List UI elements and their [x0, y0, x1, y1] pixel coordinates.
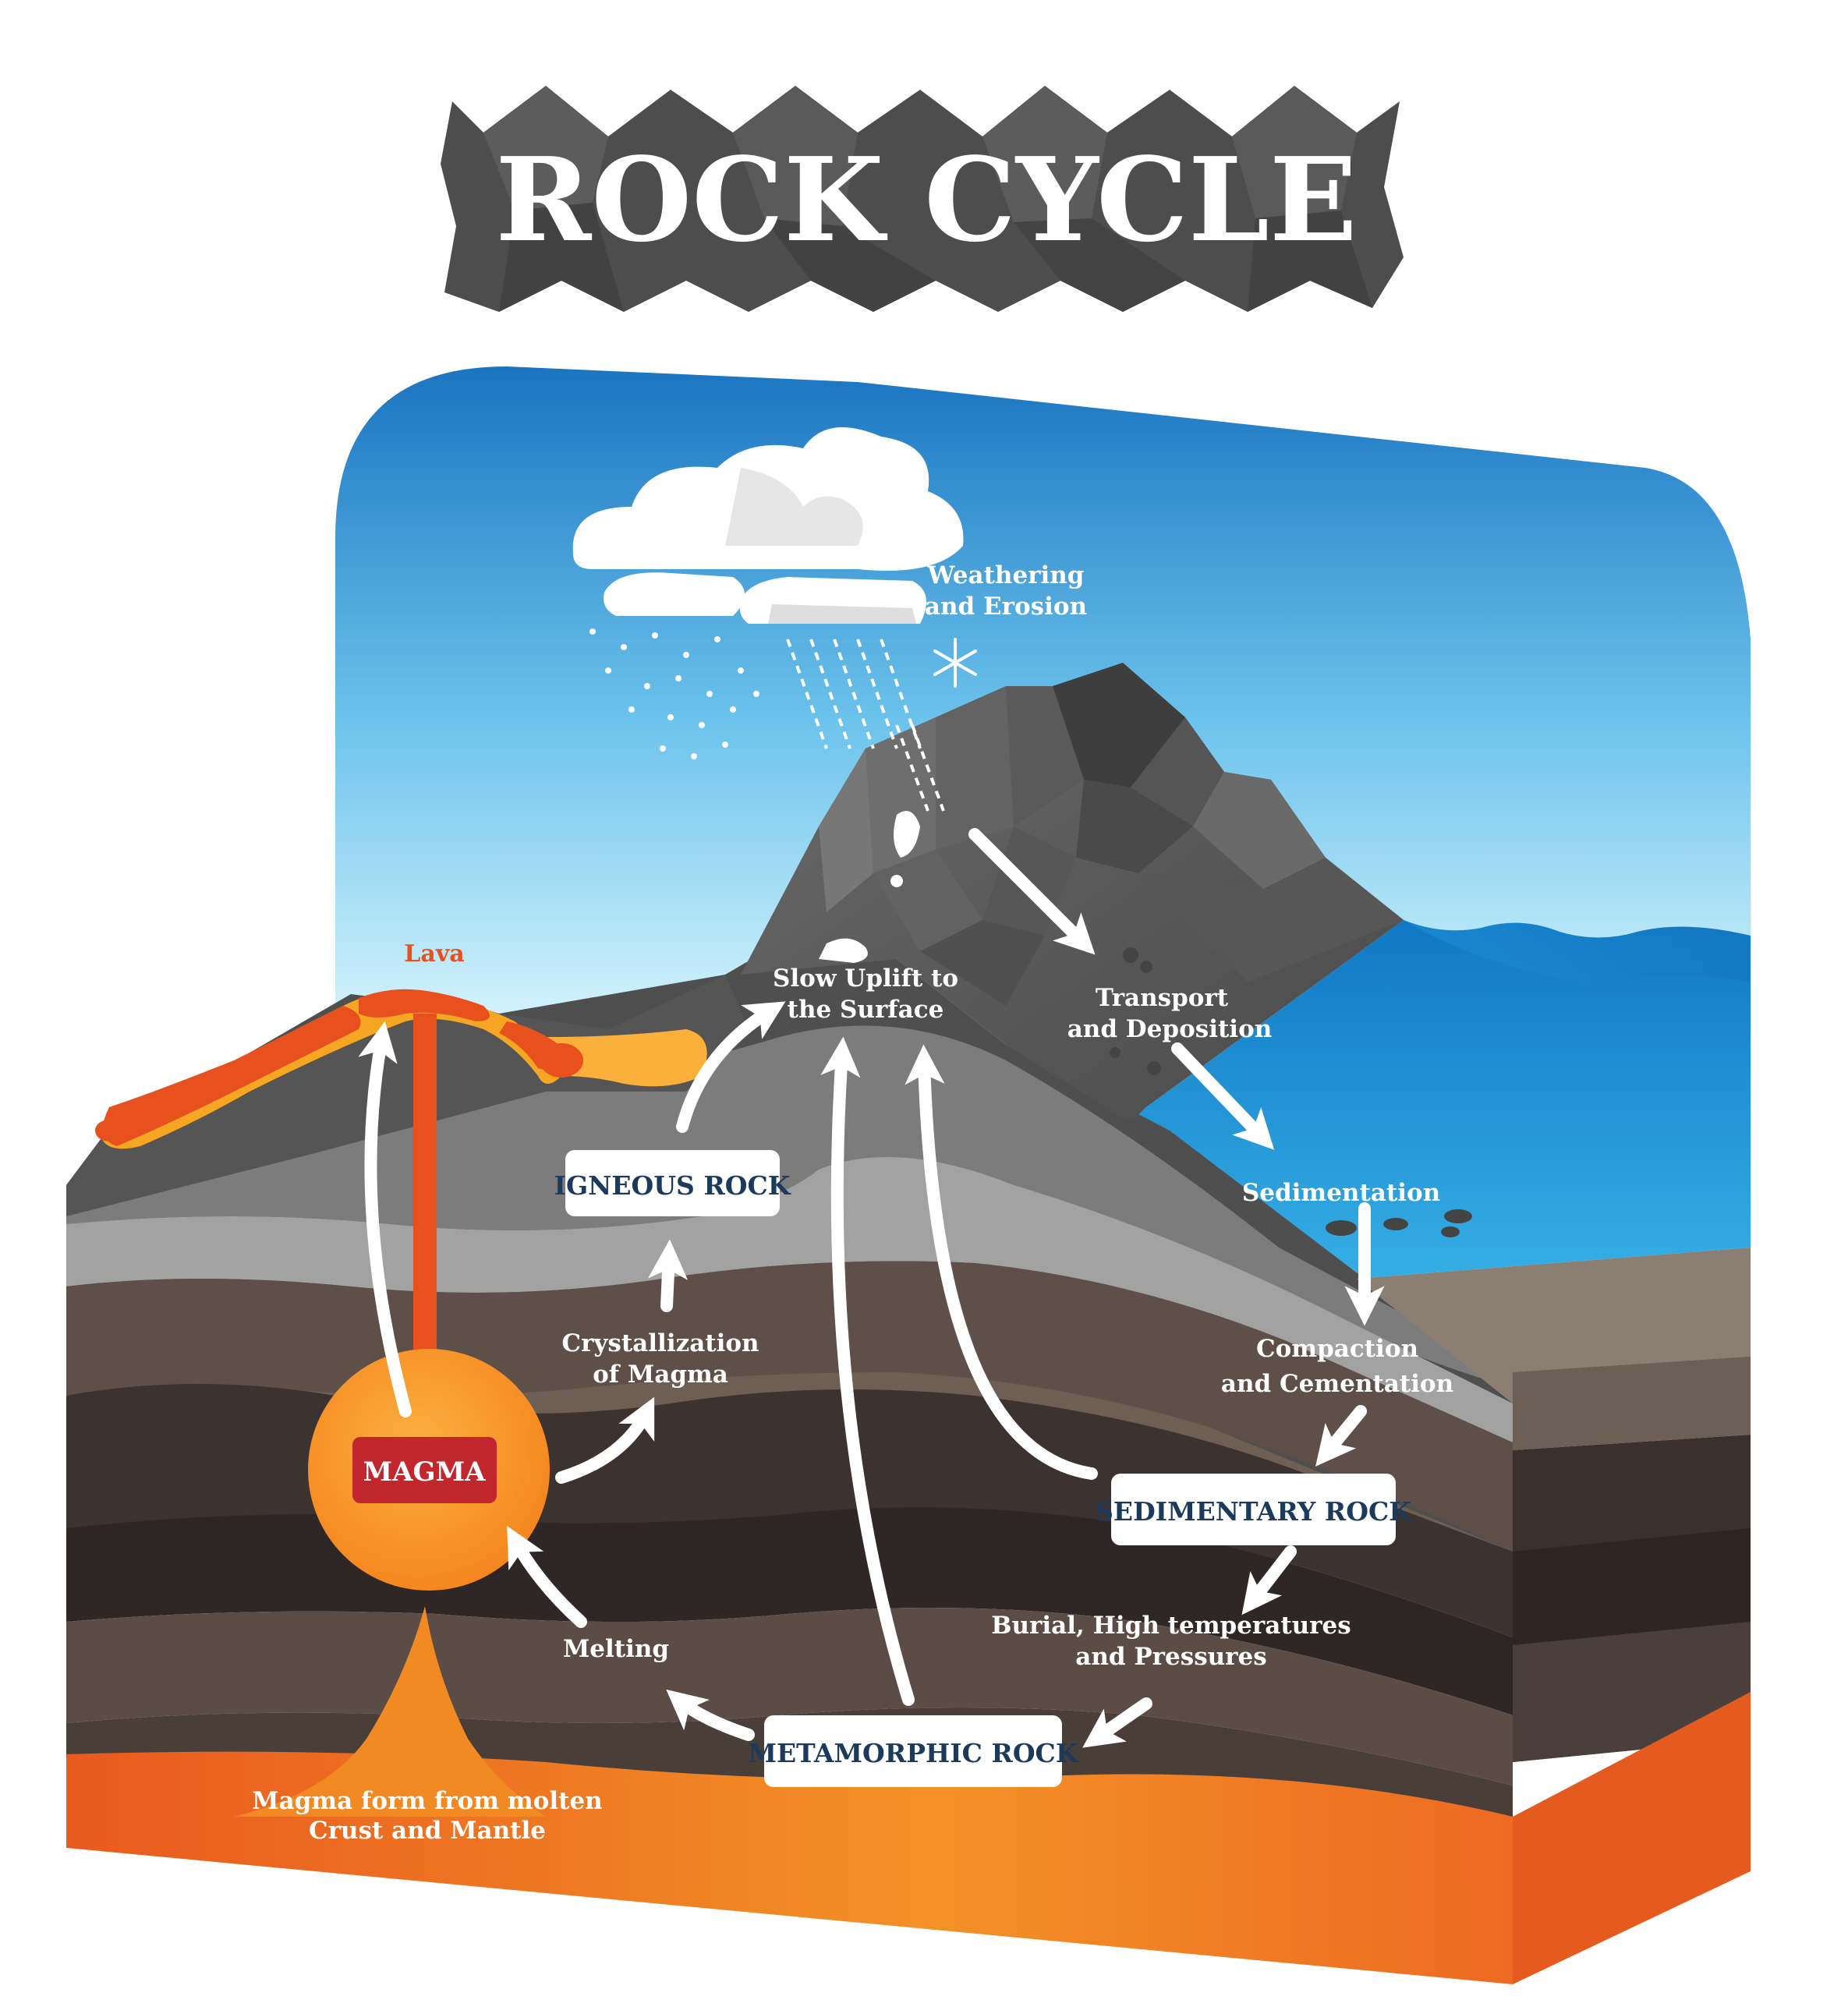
cycle-arrows	[358, 828, 1385, 1748]
box-sedimentary: SEDIMENTARY ROCK	[1095, 1474, 1412, 1545]
sediment-pebbles	[1110, 947, 1472, 1237]
label-compaction-2: and Cementation	[1221, 1370, 1453, 1398]
label-burial-1: Burial, High temperatures	[991, 1612, 1351, 1640]
box-sedimentary-label: SEDIMENTARY ROCK	[1095, 1496, 1412, 1527]
box-metamorphic: METAMORPHIC ROCK	[748, 1715, 1079, 1787]
label-crystallization-1: Crystallization	[561, 1329, 759, 1357]
label-weathering-1: Weathering	[926, 561, 1084, 589]
label-melting: Melting	[563, 1635, 669, 1663]
box-metamorphic-label: METAMORPHIC ROCK	[748, 1738, 1078, 1768]
label-compaction-1: Compaction	[1256, 1335, 1418, 1363]
label-weathering-2: and Erosion	[925, 593, 1087, 621]
arrow-metamorphic-to-melting	[666, 1689, 755, 1741]
title-banner: ROCK CYCLE	[441, 86, 1404, 312]
arrow-sedimentary-to-uplift	[905, 1044, 1098, 1480]
arrow-magma-to-crystallization	[555, 1396, 655, 1484]
label-crystallization-2: of Magma	[593, 1361, 728, 1389]
arrow-igneous-to-uplift	[676, 1001, 786, 1133]
arrow-melting-to-magma	[507, 1526, 587, 1628]
arrow-mountain-to-transport	[968, 828, 1096, 955]
clouds	[572, 427, 977, 812]
label-uplift-2: the Surface	[788, 996, 944, 1024]
arrow-magma-to-lava	[358, 1021, 412, 1417]
page-title: ROCK CYCLE	[495, 132, 1357, 267]
label-burial-2: and Pressures	[1075, 1643, 1266, 1671]
box-igneous: IGNEOUS ROCK	[554, 1150, 791, 1216]
box-magma: MAGMA	[352, 1437, 497, 1503]
box-magma-label: MAGMA	[363, 1456, 486, 1488]
snowflake-icon	[933, 638, 977, 688]
box-igneous-label: IGNEOUS ROCK	[554, 1170, 791, 1201]
arrow-compaction-to-sedimentary	[1315, 1405, 1367, 1467]
process-labels: Weathering and Erosion Slow Uplift to th…	[252, 561, 1453, 1845]
label-lava: Lava	[404, 940, 464, 968]
label-magma-source-2: Crust and Mantle	[309, 1817, 546, 1845]
arrow-crystallization-to-igneous	[648, 1239, 689, 1312]
arrow-burial-to-metamorphic	[1082, 1697, 1152, 1748]
arrow-transport-to-sedimentation	[1171, 1042, 1275, 1150]
label-transport-1: Transport	[1096, 984, 1229, 1012]
label-sedimentation: Sedimentation	[1242, 1179, 1440, 1207]
arrow-sedimentary-to-burial	[1241, 1545, 1297, 1616]
label-magma-source-1: Magma form from molten	[252, 1787, 602, 1815]
label-transport-2: and Deposition	[1067, 1015, 1273, 1043]
sea	[1131, 920, 1751, 1279]
arrow-metamorphic-to-uplift	[820, 1036, 915, 1706]
debris	[819, 811, 920, 963]
label-uplift-1: Slow Uplift to	[773, 964, 958, 993]
volcano	[66, 975, 749, 1396]
